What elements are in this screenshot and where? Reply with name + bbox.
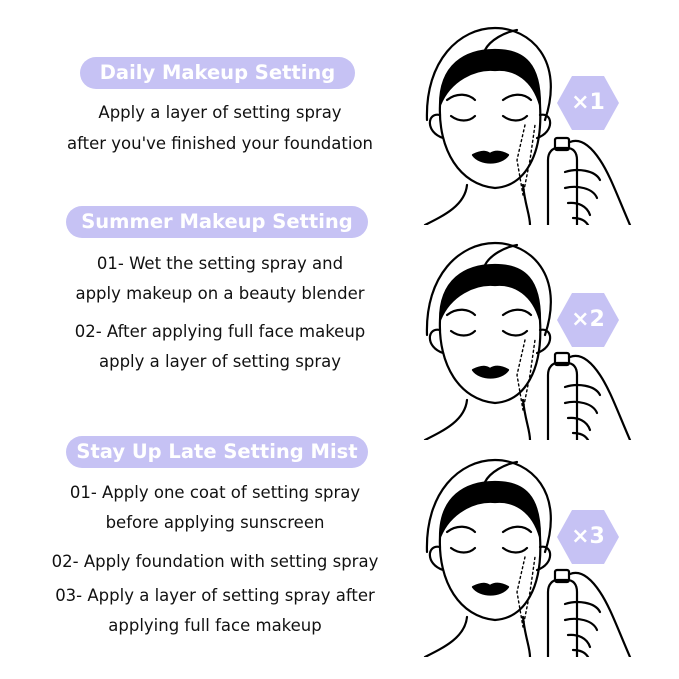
late-line-4: 03- Apply a layer of setting spray after: [55, 586, 375, 605]
badge-x3: ×3: [557, 510, 619, 564]
late-line-2: before applying sunscreen: [105, 513, 325, 532]
summer-line-1: 01- Wet the setting spray and: [96, 254, 344, 273]
badge-x1: ×1: [557, 76, 619, 130]
badge-x2: ×2: [557, 293, 619, 347]
late-line-5: applying full face makeup: [108, 616, 322, 635]
daily-line-1: Apply a layer of setting spray: [98, 103, 342, 122]
section-title-daily: Daily Makeup Setting: [80, 57, 355, 89]
summer-line-2: apply makeup on a beauty blender: [75, 284, 365, 303]
badge-label: ×3: [571, 524, 605, 549]
badge-label: ×1: [571, 90, 605, 115]
section-title-stay-up-late: Stay Up Late Setting Mist: [66, 436, 368, 468]
badge-label: ×2: [571, 307, 605, 332]
late-line-3: 02- Apply foundation with setting spray: [51, 552, 379, 571]
summer-line-4: apply a layer of setting spray: [99, 352, 341, 371]
section-title-summer: Summer Makeup Setting: [66, 206, 368, 238]
daily-line-2: after you've finished your foundation: [66, 134, 373, 153]
late-line-1: 01- Apply one coat of setting spray: [69, 483, 361, 502]
summer-line-3: 02- After applying full face makeup: [74, 322, 366, 341]
